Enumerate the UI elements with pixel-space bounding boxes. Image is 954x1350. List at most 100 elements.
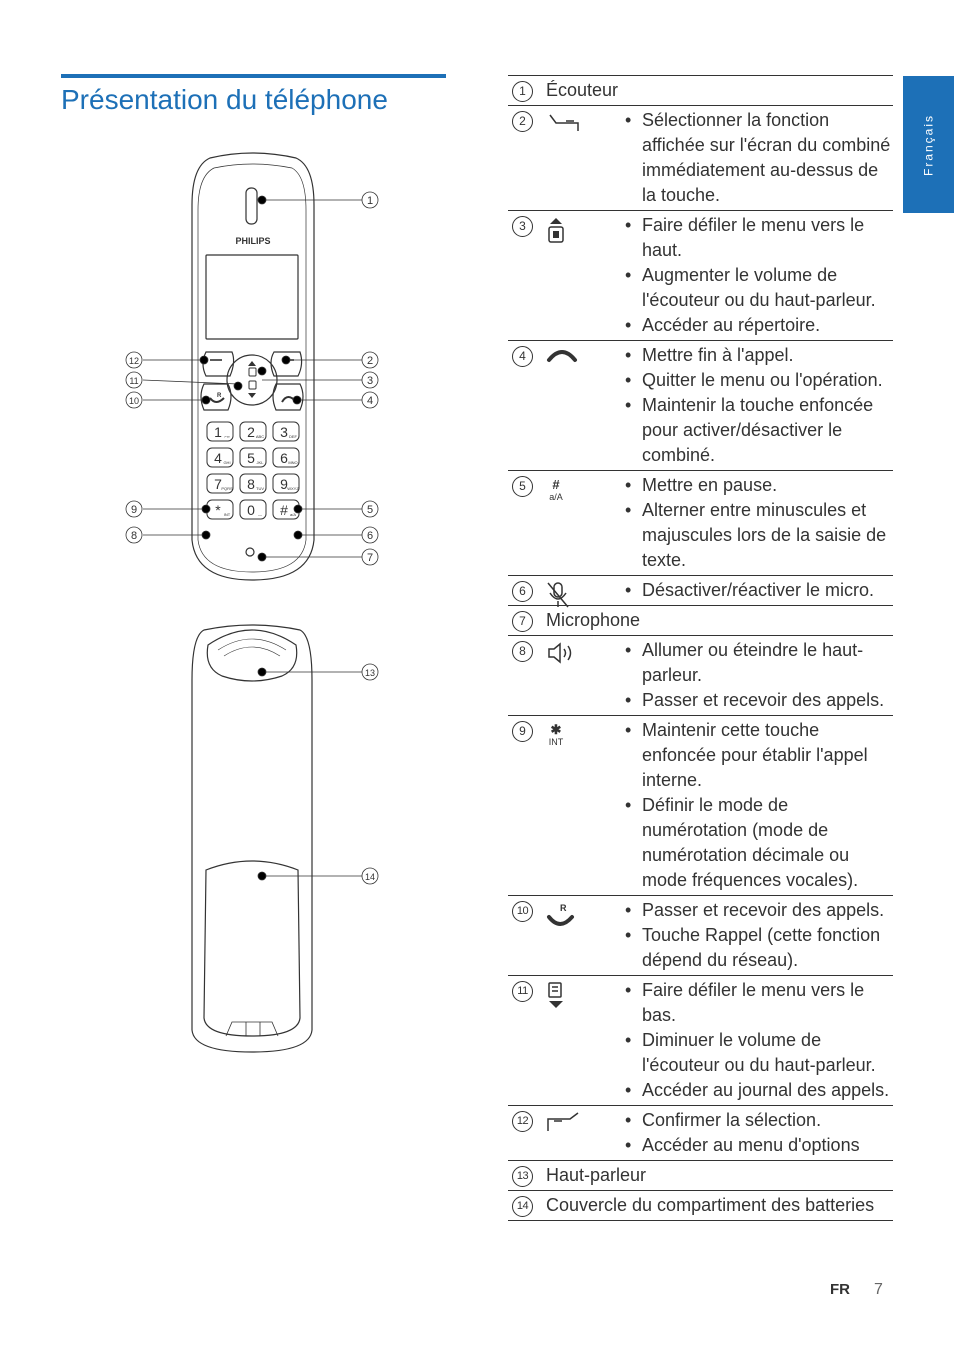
nav-down-icon (248, 393, 256, 398)
table-row: 6 Désactiver/réactiver le micro. (508, 576, 893, 608)
microphone-hole (245, 547, 255, 557)
keypad-key (272, 421, 300, 442)
callout-9: 9 (131, 504, 137, 516)
item-description: Maintenir la touche enfoncée pour active… (625, 393, 893, 468)
item-label: Écouteur (546, 80, 619, 100)
keypad-key (239, 473, 267, 494)
footer-language: FR (830, 1281, 850, 1298)
hash-aA-icon-bottom: a/A (549, 492, 563, 502)
item-description-list: Désactiver/réactiver le micro. (625, 578, 893, 603)
callout-4: 4 (367, 395, 373, 407)
charging-contacts (225, 1021, 279, 1037)
item-description: Mettre en pause. (625, 473, 893, 498)
keypad-key (206, 421, 234, 442)
item-description-list: Faire défiler le menu vers le haut.Augme… (625, 213, 893, 338)
earpiece (245, 187, 258, 225)
table-row: 13 Haut-parleur (508, 1161, 893, 1191)
keypad-key-digit: 6 (280, 450, 288, 466)
item-number-badge: 14 (512, 1196, 533, 1217)
keypad-key (239, 421, 267, 442)
table-row: 4Mettre fin à l'appel.Quitter le menu ou… (508, 341, 893, 471)
item-description-list: Faire défiler le menu vers le bas.Diminu… (625, 978, 893, 1103)
keypad-key-digit: 4 (214, 450, 222, 466)
table-row: 8 Allumer ou éteindre le haut-parleur.Pas… (508, 636, 893, 716)
callout-1: 1 (367, 195, 373, 207)
callout-2: 2 (367, 355, 373, 367)
item-description: Alterner entre minuscules et majuscules … (625, 498, 893, 573)
item-description: Définir le mode de numérotation (mode de… (625, 793, 893, 893)
keypad-key (206, 447, 234, 468)
star-int-icon-top: ✱ (551, 722, 562, 737)
keypad-key-letters: ABC (256, 434, 264, 439)
item-label: Microphone (546, 610, 641, 630)
callout-8: 8 (131, 530, 137, 542)
item-number-badge: 3 (512, 216, 533, 237)
mute-microphone-icon (546, 581, 574, 608)
item-number-badge: 12 (512, 1111, 533, 1132)
item-description-list: Sélectionner la fonction affichée sur l'… (625, 108, 893, 208)
table-row: 7 Microphone (508, 606, 893, 636)
scroll-down-calllog-icon (546, 981, 574, 1008)
keypad-key-letters: a/A (290, 512, 296, 517)
keypad-key-digit: 9 (280, 476, 288, 492)
star-int-icon: ✱INT (546, 721, 574, 747)
talk-recall-icon: R (546, 901, 574, 926)
item-label: Haut-parleur (546, 1165, 647, 1185)
item-description: Désactiver/réactiver le micro. (625, 578, 893, 603)
item-description-list: Allumer ou éteindre le haut-parleur.Pass… (625, 638, 893, 713)
speaker-icon (546, 641, 574, 665)
item-number-badge: 10 (512, 901, 533, 922)
keypad-key-letters: WXYZ (287, 486, 299, 491)
language-tab: Français (903, 76, 954, 213)
item-description-list: Passer et recevoir des appels.Touche Rap… (625, 898, 893, 973)
handset-front-outline (191, 152, 315, 581)
callout-11: 11 (129, 376, 138, 386)
keypad-key (272, 473, 300, 494)
keypad-key-letters: MNO (288, 460, 297, 465)
item-number-badge: 13 (512, 1166, 533, 1187)
item-description: Maintenir cette touche enfoncée pour éta… (625, 718, 893, 793)
item-description: Allumer ou éteindre le haut-parleur. (625, 638, 893, 688)
callout-5: 5 (367, 504, 373, 516)
keypad-key (239, 499, 267, 520)
keypad-key-digit: 7 (214, 476, 222, 492)
callout-7: 7 (367, 552, 373, 564)
keypad-key-digit: 8 (247, 476, 255, 492)
keypad-key-digit: 3 (280, 424, 288, 440)
key-description-table: 1Écouteur2Sélectionner la fonction affic… (508, 75, 893, 1221)
keypad-key-letters: GHI (223, 460, 230, 465)
item-description-list: Mettre en pause.Alterner entre minuscule… (625, 473, 893, 573)
table-row: 12 Confirmer la sélection.Accéder au menu… (508, 1106, 893, 1161)
item-description: Passer et recevoir des appels. (625, 898, 893, 923)
item-number-badge: 6 (512, 581, 533, 602)
table-row: 9✱INTMaintenir cette touche enfoncée pou… (508, 716, 893, 896)
hash-aA-icon-top: # (552, 477, 560, 492)
item-number-badge: 8 (512, 641, 533, 662)
table-row: 10 R Passer et recevoir des appels.Touche … (508, 896, 893, 976)
talk-key (200, 383, 232, 411)
nav-up-icon (248, 361, 256, 366)
item-description: Faire défiler le menu vers le bas. (625, 978, 893, 1028)
keypad-key-digit: 5 (247, 450, 255, 466)
keypad-key-digit: * (215, 502, 221, 518)
keypad-key-digit: # (280, 502, 288, 518)
item-number-badge: 7 (512, 611, 533, 632)
item-description-list: Maintenir cette touche enfoncée pour éta… (625, 718, 893, 893)
end-key (272, 383, 304, 411)
callout-13: 13 (365, 668, 375, 678)
item-description-list: Confirmer la sélection.Accéder au menu d… (625, 1108, 893, 1158)
item-description-list: Mettre fin à l'appel.Quitter le menu ou … (625, 343, 893, 468)
item-description: Sélectionner la fonction affichée sur l'… (625, 108, 893, 208)
item-description: Passer et recevoir des appels. (625, 688, 893, 713)
star-int-icon-bottom: INT (549, 737, 564, 747)
keypad-key (272, 447, 300, 468)
scroll-up-phonebook-icon (546, 216, 574, 243)
hash-aA-icon: #a/A (546, 476, 574, 502)
keypad-key-letters: — (258, 512, 262, 517)
callout-10: 10 (129, 396, 139, 406)
